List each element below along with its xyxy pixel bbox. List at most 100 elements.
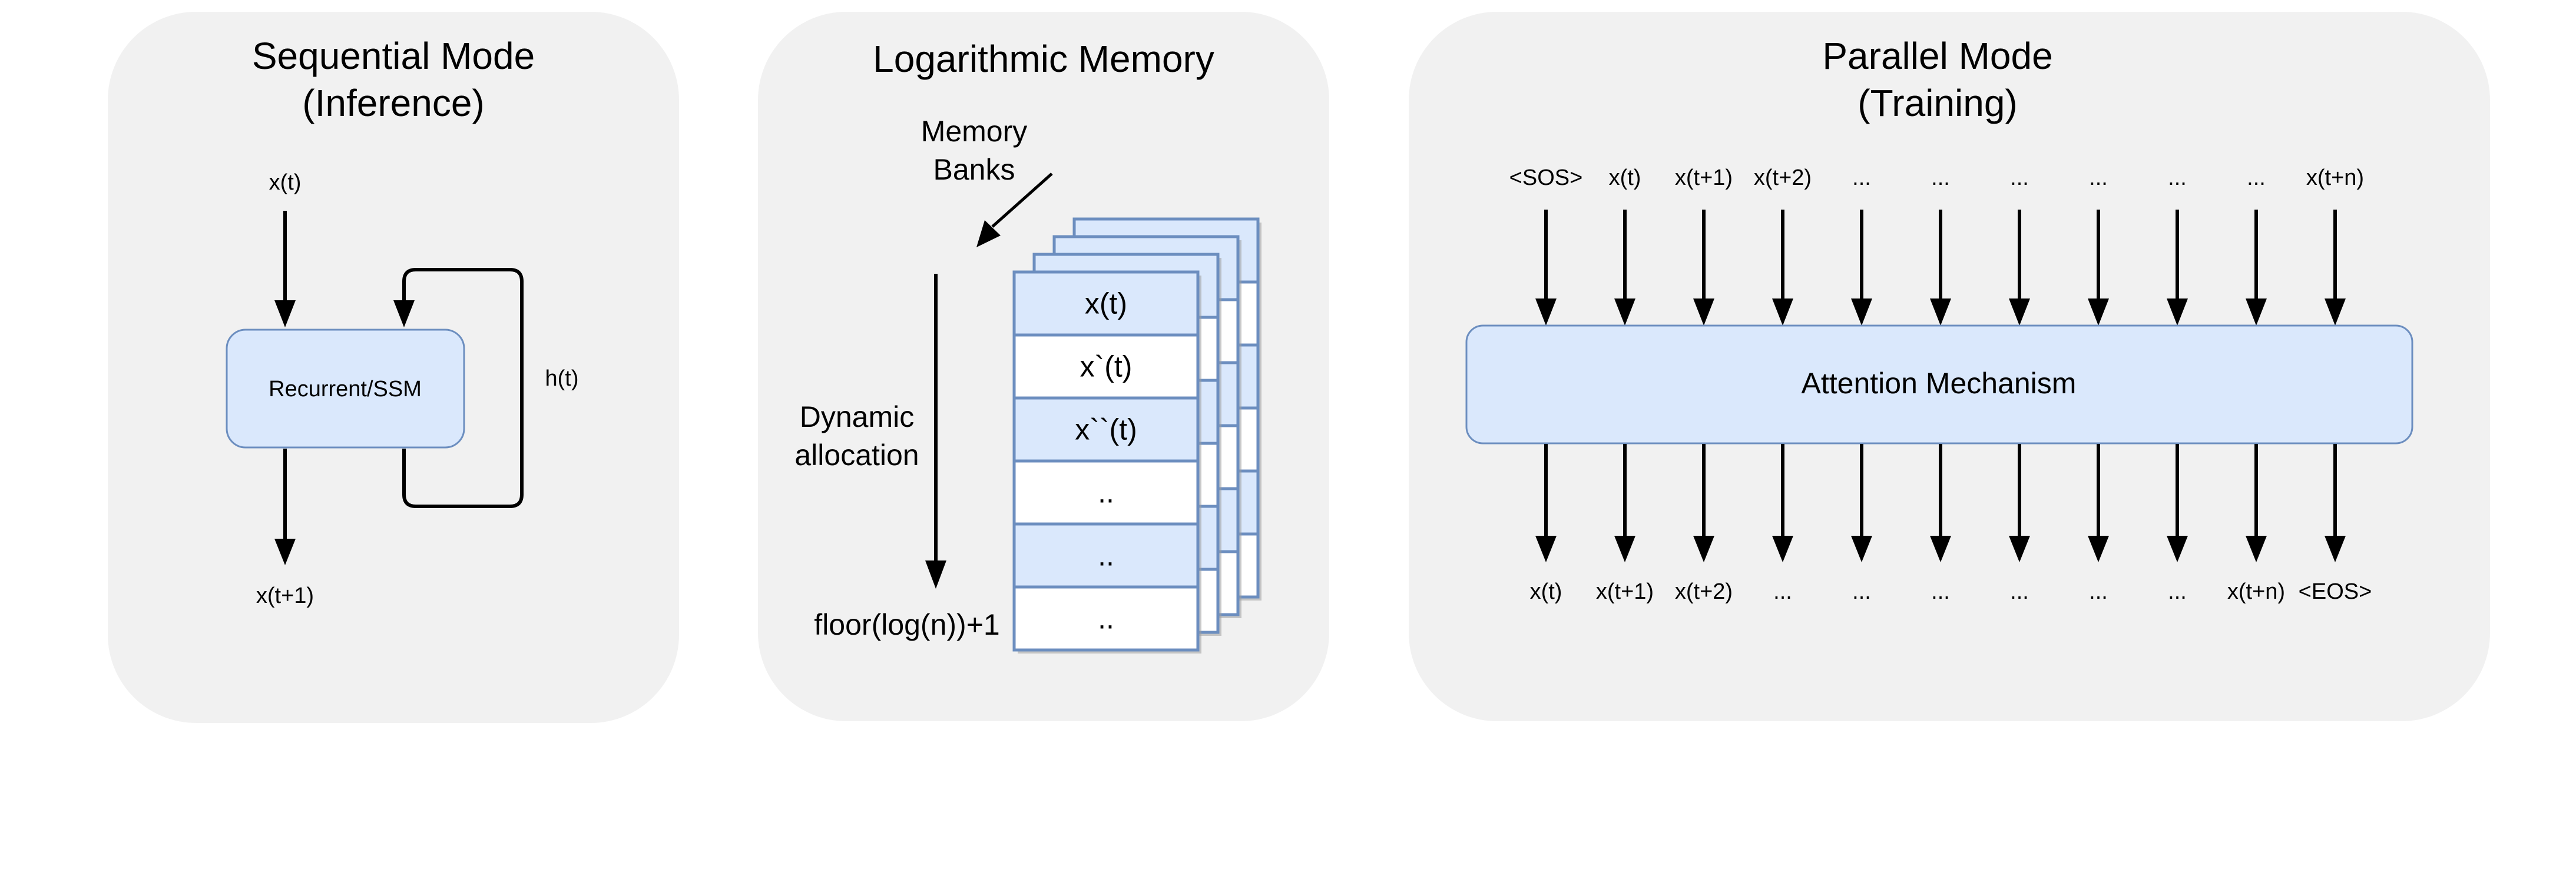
memory-cell-label: ..: [1098, 476, 1114, 509]
dynamic-allocation-label-line1: Dynamic: [800, 400, 914, 433]
memory-cell: [1012, 522, 1200, 589]
output-token-label: <EOS>: [2299, 579, 2372, 604]
input-token-label: ...: [2010, 165, 2029, 190]
output-arrow: [274, 449, 296, 565]
arrowhead-icon: [976, 220, 1001, 247]
panel-title-line1: Parallel Mode: [1822, 35, 2052, 77]
input-token: ...: [1930, 165, 1951, 326]
output-token: ...: [2167, 444, 2188, 604]
arrowhead-icon: [1614, 298, 1635, 326]
arrowhead-icon: [2246, 536, 2267, 562]
input-token-row: <SOS> x(t) x(t+1) x(t+2).................. x…: [1509, 165, 2364, 326]
input-token-label: ...: [1931, 165, 1950, 190]
output-token: <EOS>: [2299, 444, 2372, 604]
output-token: ...: [1851, 444, 1872, 604]
output-token-row: x(t) x(t+1) x(t+2).................. x(t+n)…: [1530, 444, 2372, 604]
arrowhead-icon: [1772, 536, 1793, 562]
output-token: ...: [1772, 444, 1793, 604]
input-token-label: ...: [2168, 165, 2187, 190]
output-token: ...: [1930, 444, 1951, 604]
logarithmic-memory-panel: Logarithmic Memory Memory Banks Dynamic …: [758, 12, 1329, 721]
hidden-state-label: h(t): [545, 366, 579, 391]
arrowhead-icon: [2167, 536, 2188, 562]
memory-banks-pointer-arrow: [976, 173, 1053, 247]
memory-bank: x(t)x`(t)x``(t)......: [1012, 270, 1201, 654]
output-token: x(t+n): [2227, 444, 2285, 604]
output-token-label: x(t): [1530, 579, 1562, 604]
input-token-label: x(t+1): [1675, 165, 1733, 190]
arrowhead-icon: [2167, 298, 2188, 326]
output-token-label: ...: [1931, 579, 1950, 604]
input-token-label: <SOS>: [1509, 165, 1583, 190]
input-token-label: ...: [2247, 165, 2266, 190]
arrowhead-icon: [2325, 298, 2346, 326]
arrowhead-icon: [1535, 536, 1557, 562]
sequential-mode-panel: Sequential Mode (Inference) x(t) Recurre…: [108, 12, 679, 723]
input-token-label: x(t): [1609, 165, 1641, 190]
dynamic-allocation-arrow: [925, 274, 946, 589]
input-token: ...: [1851, 165, 1872, 326]
input-token-label: x(t+2): [1754, 165, 1812, 190]
input-token: x(t+2): [1754, 165, 1812, 326]
arrowhead-icon: [2088, 298, 2109, 326]
input-token-label: x(t+n): [2306, 165, 2364, 190]
arrowhead-icon: [1693, 298, 1714, 326]
arrowhead-icon: [1772, 298, 1793, 326]
memory-cell: [1012, 333, 1200, 400]
arrowhead-icon: [1614, 536, 1635, 562]
input-token: ...: [2167, 165, 2188, 326]
arrowhead-icon: [1535, 298, 1557, 326]
attention-mechanism-box: [1465, 324, 2413, 445]
hidden-state-loop: [393, 268, 524, 508]
output-token-label: ...: [1773, 579, 1792, 604]
recurrent-ssm-label: Recurrent/SSM: [269, 377, 422, 402]
arrowhead-icon: [2246, 298, 2267, 326]
panel-title: Logarithmic Memory: [873, 38, 1214, 80]
memory-cell: [1012, 396, 1200, 463]
memory-cell: [1012, 270, 1200, 337]
input-token: x(t): [1609, 165, 1641, 326]
output-token-label: ...: [2168, 579, 2187, 604]
output-token-label: ...: [2010, 579, 2029, 604]
memory-cell-label: x``(t): [1075, 413, 1137, 446]
arrowhead-icon: [2009, 298, 2030, 326]
dynamic-allocation-label-line2: allocation: [794, 439, 919, 472]
arrowhead-icon: [2088, 536, 2109, 562]
arrowhead-icon: [1930, 298, 1951, 326]
arrowhead-icon: [1930, 536, 1951, 562]
arrowhead-icon: [274, 300, 296, 327]
input-token-label: ...: [1852, 165, 1871, 190]
output-token-label: x(t+2): [1675, 579, 1733, 604]
recurrent-ssm-box: [226, 329, 465, 449]
parallel-mode-panel: Parallel Mode (Training) <SOS> x(t) x(t+1)…: [1409, 12, 2490, 721]
input-token: x(t+n): [2306, 165, 2364, 326]
output-label: x(t+1): [256, 583, 314, 608]
input-token: <SOS>: [1509, 165, 1583, 326]
panel-title-line1: Sequential Mode: [252, 35, 535, 77]
output-token-label: x(t+n): [2227, 579, 2285, 604]
memory-cell-label: ..: [1098, 602, 1114, 635]
arrowhead-icon: [2325, 536, 2346, 562]
output-token: x(t+1): [1596, 444, 1654, 604]
input-arrow: [274, 211, 296, 327]
memory-banks-label-line1: Memory: [921, 115, 1028, 148]
arrowhead-icon: [925, 560, 946, 589]
memory-cell-label: ..: [1098, 539, 1114, 572]
memory-cell-label: x`(t): [1080, 350, 1133, 383]
panel-title-line2: (Inference): [302, 82, 484, 124]
bank-size-formula-label: floor(log(n))+1: [814, 608, 999, 641]
output-token: ...: [2009, 444, 2030, 604]
arrowhead-icon: [393, 300, 415, 327]
output-token: x(t+2): [1675, 444, 1733, 604]
arrowhead-icon: [1851, 298, 1872, 326]
memory-banks-label-line2: Banks: [933, 153, 1015, 186]
output-token: ...: [2088, 444, 2109, 604]
attention-mechanism-label: Attention Mechanism: [1802, 367, 2077, 400]
input-token-label: ...: [2089, 165, 2108, 190]
input-token: x(t+1): [1675, 165, 1733, 326]
arrowhead-icon: [1851, 536, 1872, 562]
output-token: x(t): [1530, 444, 1562, 604]
output-token-label: ...: [1852, 579, 1871, 604]
panel-title-line2: (Training): [1857, 82, 2017, 124]
